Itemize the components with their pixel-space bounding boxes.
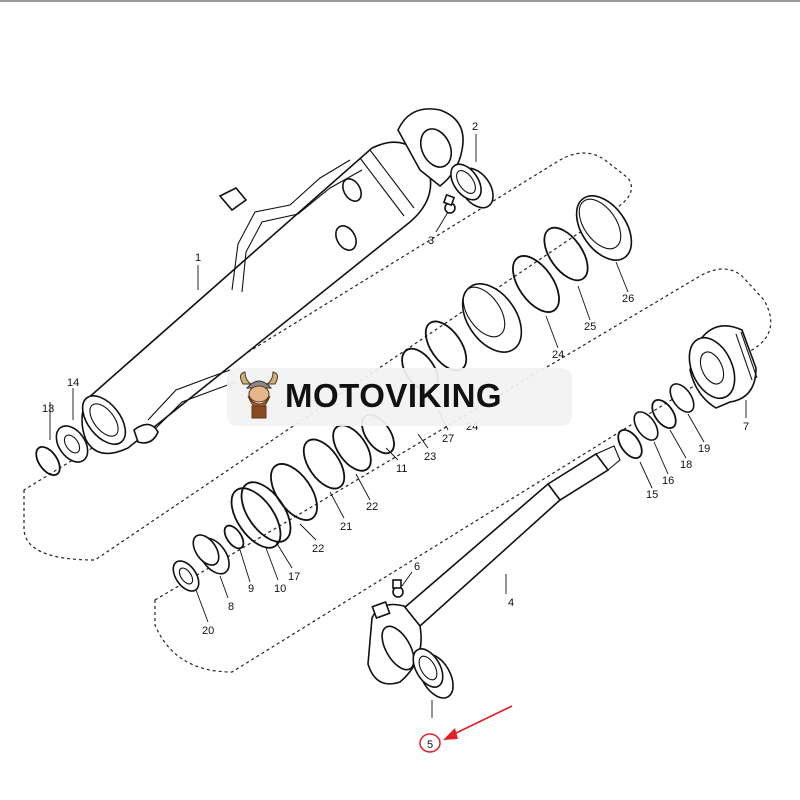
grease-fitting-part-6 (392, 579, 404, 598)
viking-logo-icon (239, 371, 279, 419)
callout-9: 9 (248, 583, 254, 595)
motoviking-watermark: MOTOVIKING (227, 368, 572, 426)
callout-27: 27 (442, 433, 454, 445)
callout-24: 24 (552, 349, 564, 361)
piston-rod-part-4 (367, 445, 621, 685)
callout-23: 23 (424, 451, 436, 463)
ring-part-9 (223, 524, 245, 550)
callout-14: 14 (67, 377, 79, 389)
ring-part-21 (302, 438, 346, 490)
lower-seal-rings (172, 463, 318, 592)
ring-part-18 (651, 399, 677, 429)
highlight-part-5 (419, 705, 513, 753)
callout-20: 20 (202, 625, 214, 637)
seal-part-20 (172, 560, 200, 592)
red-arrow-head (443, 728, 458, 740)
callout-10: 10 (274, 583, 286, 595)
callout-labels: 1 2 3 4 5 6 7 8 9 10 11 13 14 15 16 17 1… (42, 121, 749, 751)
grease-fitting-part-3 (442, 193, 456, 214)
leader-lines (49, 134, 747, 718)
callout-22-lower: 22 (312, 543, 324, 555)
bushing-part-5 (412, 648, 454, 699)
ring-part-25 (543, 226, 589, 282)
snap-ring-part-13 (35, 446, 61, 476)
ring-part-15 (617, 429, 643, 459)
red-arrow-shaft (451, 705, 513, 736)
rod-seals (617, 383, 695, 459)
cylinder-barrel-part-1 (81, 108, 464, 455)
callout-17: 17 (288, 571, 300, 583)
callout-26: 26 (622, 293, 634, 305)
callout-22-upper: 22 (366, 501, 378, 513)
callout-18: 18 (680, 459, 692, 471)
callout-8: 8 (228, 601, 234, 613)
callout-7: 7 (743, 421, 749, 433)
callout-1: 1 (195, 252, 201, 264)
callout-5: 5 (427, 739, 433, 751)
ring-part-17 (240, 481, 292, 543)
ring-part-10 (230, 487, 282, 549)
ring-part-24 (512, 255, 560, 313)
seal-part-16 (633, 411, 659, 441)
callout-13: 13 (42, 403, 54, 415)
highlight-circle (419, 733, 441, 753)
upper-seal-rings (302, 195, 633, 490)
callout-3: 3 (428, 235, 434, 247)
callout-25: 25 (584, 321, 596, 333)
callout-16: 16 (662, 475, 674, 487)
bushing-part-2 (450, 163, 494, 209)
seal-kit-outline-lower (154, 268, 772, 673)
seal-part-19 (669, 383, 695, 413)
piston-part (461, 283, 523, 353)
bushing-part-8 (192, 534, 230, 575)
callout-6: 6 (414, 561, 420, 573)
callout-19: 19 (698, 443, 710, 455)
ring-part-22-upper (332, 424, 372, 472)
callout-11: 11 (396, 463, 407, 475)
lock-nut-part-14 (55, 425, 89, 463)
callout-21: 21 (340, 521, 352, 533)
callout-4: 4 (508, 597, 514, 609)
seal-kit-outline-upper (23, 152, 632, 561)
callout-15: 15 (646, 489, 658, 501)
gland-part-7 (688, 324, 758, 409)
seal-part-26 (575, 195, 633, 261)
callout-2: 2 (472, 121, 478, 133)
brand-text: MOTOVIKING (285, 377, 503, 414)
